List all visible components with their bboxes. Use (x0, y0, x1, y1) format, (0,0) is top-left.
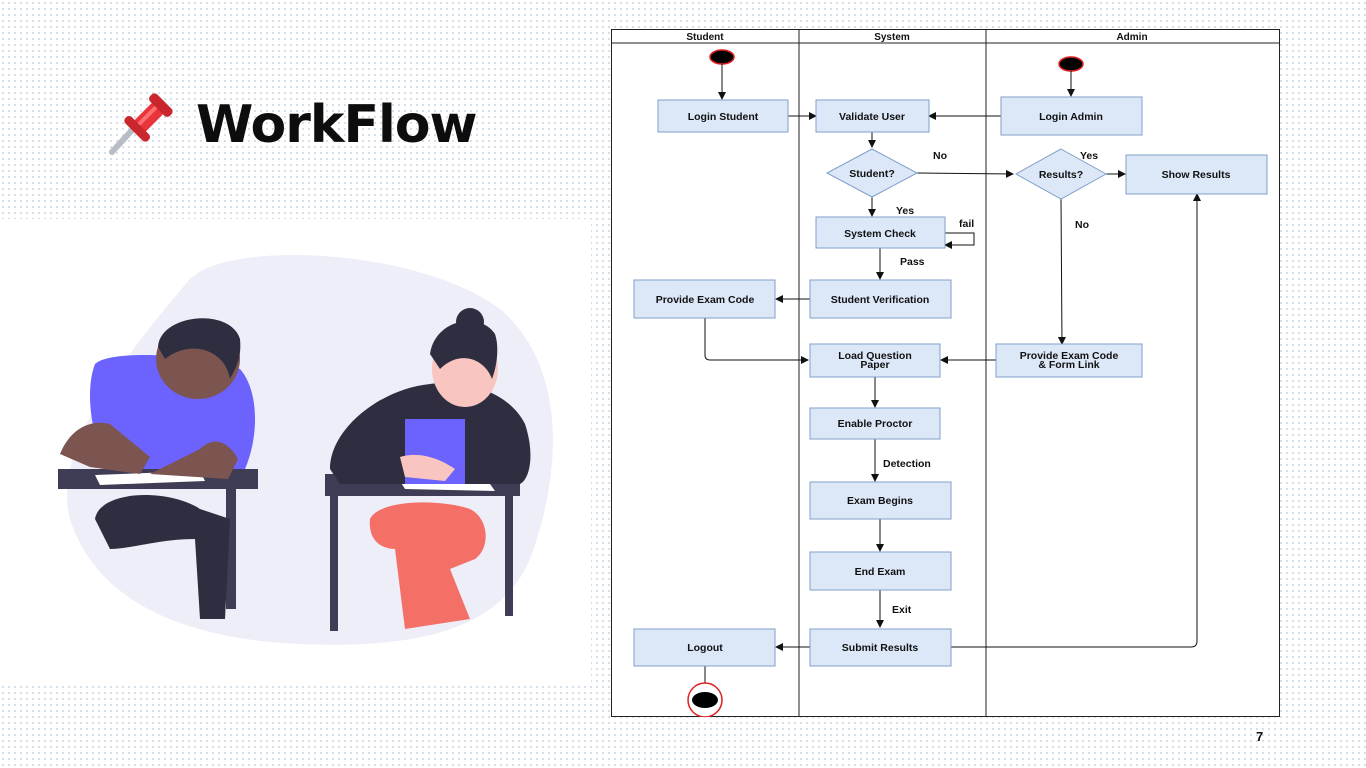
lane-system-header: System (874, 32, 910, 43)
label-validate-user: Validate User (839, 111, 905, 123)
node-load-question-paper (809, 343, 941, 378)
node-results-decision (1014, 148, 1108, 200)
page-number: 7 (1256, 729, 1264, 744)
node-logout (633, 628, 776, 667)
lane-student-header: Student (686, 32, 724, 43)
lane-admin-header: Admin (1116, 32, 1147, 43)
label-load-question-paper-line1: Load Question (838, 350, 912, 362)
edge-label-yes-student: Yes (896, 205, 914, 217)
edge-label-detection: Detection (883, 458, 931, 470)
edge-label-pass: Pass (900, 256, 925, 268)
node-provide-exam-code (633, 279, 776, 319)
node-login-admin (1000, 96, 1143, 136)
label-load-question-paper-line2: Paper (860, 359, 889, 371)
label-end-exam: End Exam (855, 566, 906, 578)
label-student-verification: Student Verification (831, 294, 930, 306)
end-node (692, 692, 718, 708)
admin-start-node (1058, 56, 1084, 72)
node-enable-proctor (809, 407, 941, 440)
students-writing-illustration (0, 219, 591, 683)
edge-label-no-results: No (1075, 219, 1089, 231)
node-submit-results (809, 628, 952, 667)
node-student-verification (809, 279, 952, 319)
label-student-decision: Student? (849, 168, 895, 180)
label-login-admin: Login Admin (1039, 111, 1103, 123)
label-system-check: System Check (844, 228, 916, 240)
label-provide-exam-code: Provide Exam Code (656, 294, 755, 306)
edge-label-no-student: No (933, 150, 947, 162)
pushpin-icon (109, 93, 173, 155)
edge-label-fail: fail (959, 218, 974, 230)
node-student-decision (825, 148, 919, 198)
label-results-decision: Results? (1039, 169, 1083, 181)
label-show-results: Show Results (1162, 169, 1231, 181)
swimlane-activity-diagram: Student System Admin (611, 29, 1280, 717)
label-exam-begins: Exam Begins (847, 495, 913, 507)
label-login-student: Login Student (688, 111, 759, 123)
node-end-exam (809, 551, 952, 591)
label-provide-code-link-line1: Provide Exam Code (1020, 350, 1119, 362)
edge-label-exit: Exit (892, 604, 912, 616)
node-login-student (657, 99, 789, 133)
label-provide-code-link-line2: & Form Link (1038, 359, 1099, 371)
label-submit-results: Submit Results (842, 642, 919, 654)
page-title: WorkFlow (196, 95, 478, 155)
label-logout: Logout (687, 642, 723, 654)
node-system-check (815, 216, 946, 249)
node-exam-begins (809, 481, 952, 520)
student-start-node (709, 49, 735, 65)
node-show-results (1125, 154, 1268, 195)
node-validate-user (815, 99, 930, 133)
node-provide-code-form-link (995, 343, 1143, 378)
label-enable-proctor: Enable Proctor (838, 418, 913, 430)
edge-label-yes-results: Yes (1080, 150, 1098, 162)
